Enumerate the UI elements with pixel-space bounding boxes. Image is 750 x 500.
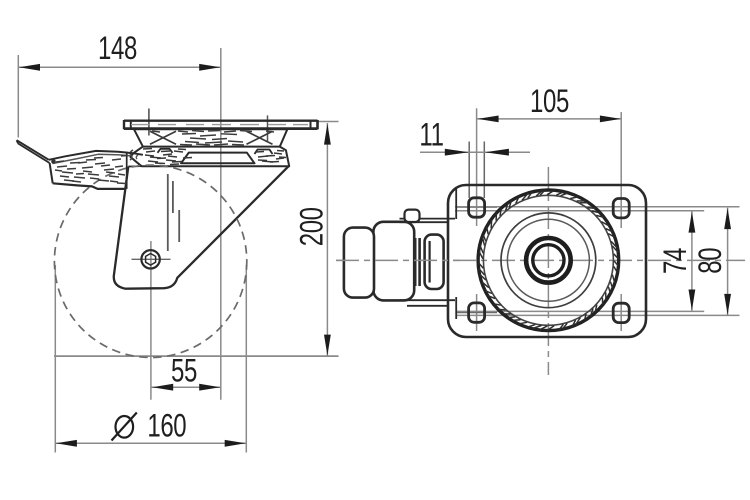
svg-text:11: 11 (419, 116, 443, 152)
svg-text:55: 55 (171, 352, 197, 388)
svg-text:105: 105 (530, 83, 569, 119)
svg-text:74: 74 (656, 248, 692, 274)
svg-text:80: 80 (691, 248, 727, 274)
svg-text:200: 200 (293, 207, 329, 246)
svg-text:160: 160 (147, 407, 186, 443)
svg-text:148: 148 (98, 30, 137, 66)
